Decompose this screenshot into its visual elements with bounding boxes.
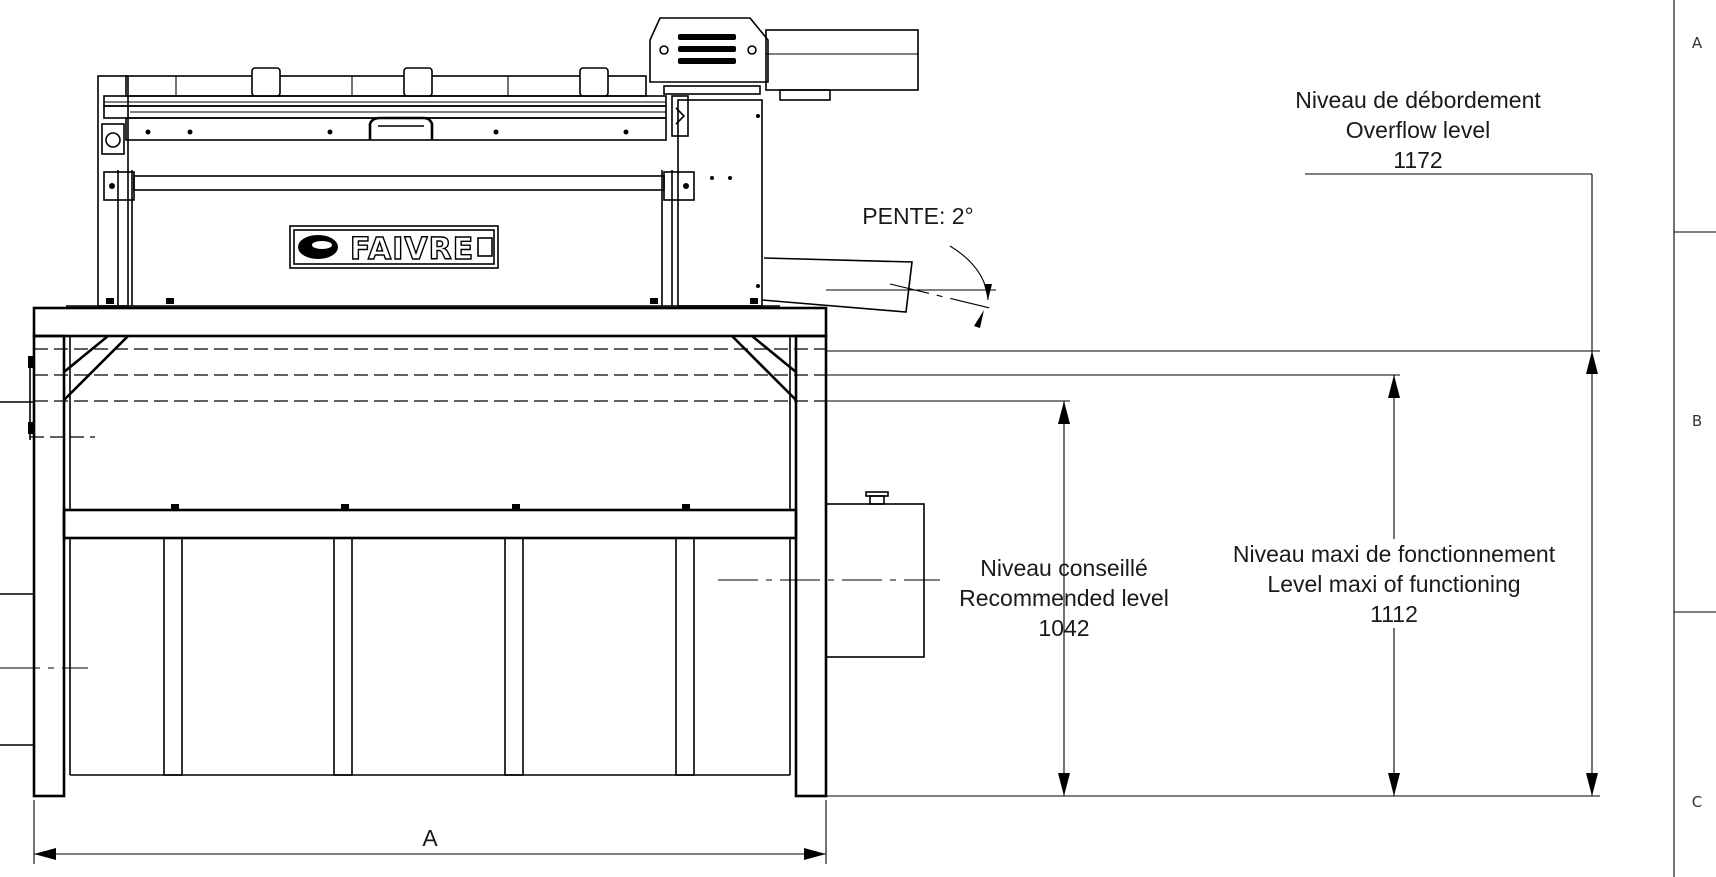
max-level-value: 1112	[1370, 601, 1418, 627]
adjacent-machine-edge	[0, 356, 95, 746]
tank-stand	[32, 306, 940, 798]
recommended-label-en: Recommended level	[959, 585, 1169, 611]
slope-label: PENTE: 2°	[862, 203, 973, 229]
max-level-label-fr: Niveau maxi de fonctionnement	[1233, 541, 1556, 567]
zone-border: A B C	[1673, 0, 1716, 877]
width-dimension-label: A	[422, 825, 438, 851]
dimension-lines	[33, 173, 1600, 864]
machine-hood: FAIVRE	[66, 17, 919, 307]
zone-label-c: C	[1692, 793, 1702, 811]
overflow-value: 1172	[1393, 147, 1442, 173]
max-level-label-en: Level maxi of functioning	[1267, 571, 1520, 597]
max-level-label: Niveau maxi de fonctionnement Level maxi…	[1233, 541, 1556, 627]
brand-logo-text: FAIVRE	[350, 232, 474, 267]
recommended-label-fr: Niveau conseillé	[980, 555, 1147, 581]
overflow-label-fr: Niveau de débordement	[1295, 87, 1541, 113]
zone-label-b: B	[1692, 412, 1702, 430]
overflow-label-en: Overflow level	[1346, 117, 1490, 143]
overflow-label: Niveau de débordement Overflow level 117…	[1295, 87, 1541, 173]
zone-label-a: A	[1692, 34, 1703, 52]
recommended-value: 1042	[1038, 615, 1089, 641]
recommended-label: Niveau conseillé Recommended level 1042	[959, 555, 1169, 641]
outlet-pipe: PENTE: 2°	[761, 203, 996, 328]
